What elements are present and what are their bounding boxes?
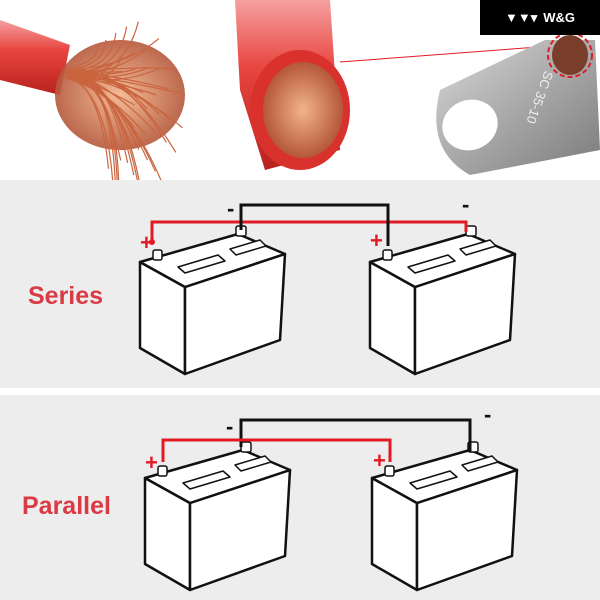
logo-text: W&G [543, 10, 576, 25]
series-red-wire [150, 220, 468, 242]
cable-cross-section-photo [235, 0, 350, 170]
parallel-plus-1: + [145, 450, 158, 475]
positive-terminal [384, 465, 395, 477]
callout-line [339, 44, 566, 63]
parallel-plus-2: + [373, 448, 386, 473]
parallel-minus-1: - [226, 414, 234, 439]
logo-icon: ▼▼▾ [504, 9, 538, 25]
series-plus-2: + [370, 228, 383, 253]
positive-terminal [382, 249, 393, 261]
parallel-red-wire [161, 438, 392, 462]
series-battery-1 [138, 225, 287, 376]
copper-lug-photo: SC 35-10 [436, 32, 600, 175]
brand-logo: ▼▼▾ W&G [480, 0, 600, 35]
series-label: Series [28, 282, 104, 310]
parallel-battery-1 [143, 441, 292, 592]
positive-terminal [157, 465, 168, 477]
stripped-cable-photo [0, 20, 185, 180]
positive-terminal [152, 249, 163, 261]
series-plus-1: + [140, 230, 153, 255]
parallel-minus-2: - [484, 402, 492, 427]
series-minus-1: - [227, 196, 235, 221]
series-black-wire [239, 203, 390, 246]
parallel-label: Parallel [22, 492, 111, 520]
cable-photos: SC 35-10 [0, 0, 600, 180]
series-battery-2 [368, 225, 517, 376]
parallel-battery-2 [370, 441, 519, 592]
parallel-black-wire [239, 418, 472, 452]
series-minus-2: - [462, 192, 470, 217]
